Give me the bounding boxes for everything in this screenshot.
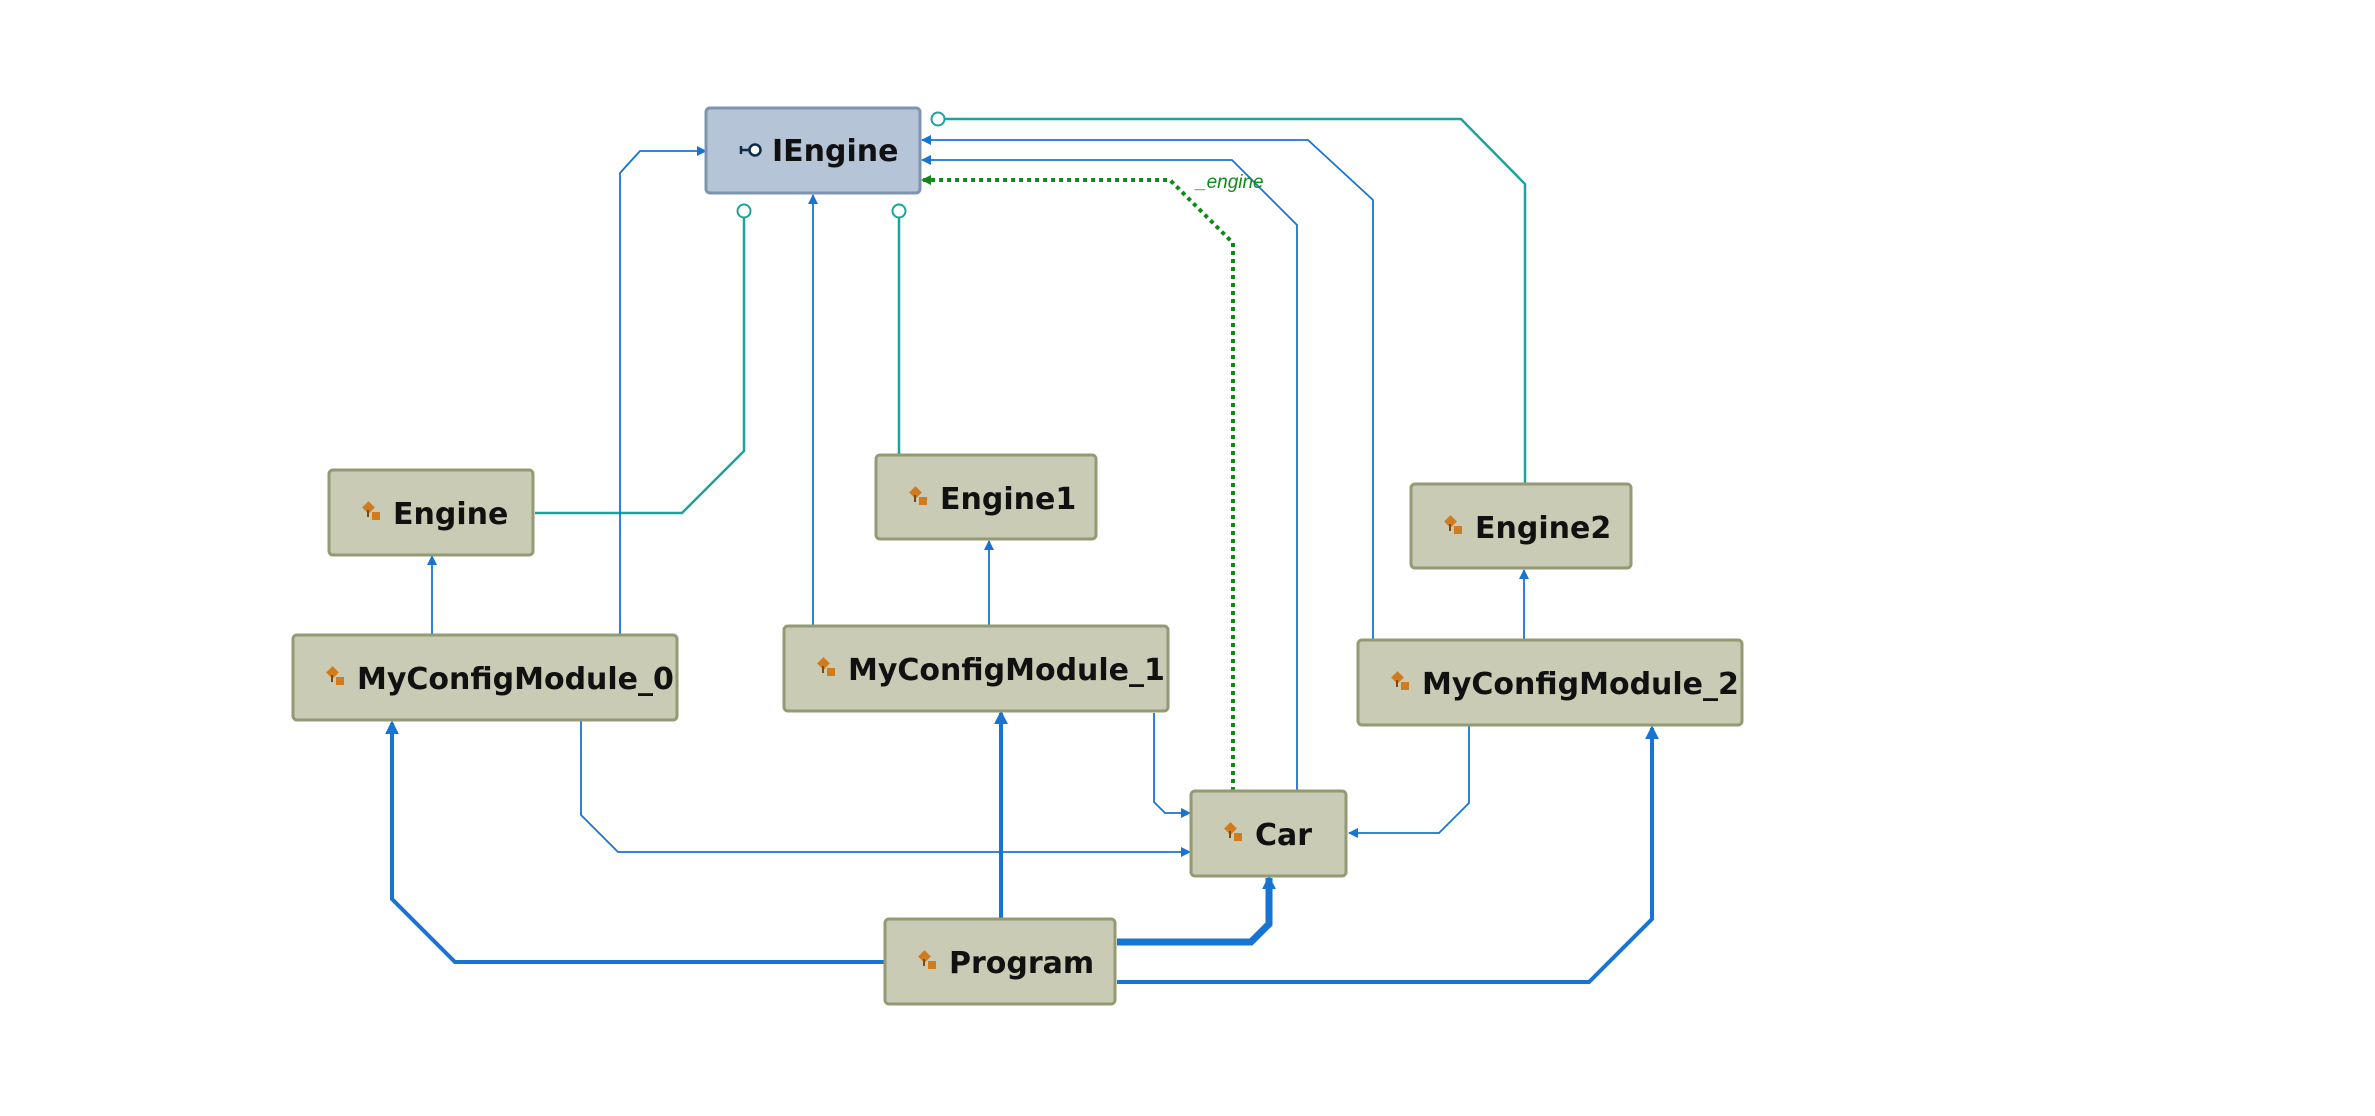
- nodes: IEngine Engine Engine1: [291, 106, 1744, 1006]
- edge-program-to-mcm0: [385, 720, 885, 964]
- edge-mcm1-to-car: [1153, 713, 1191, 818]
- node-label: Program: [949, 946, 1094, 981]
- node-car[interactable]: Car: [1189, 789, 1348, 878]
- node-engine2[interactable]: Engine2: [1409, 482, 1633, 570]
- edge-program-to-car: [1117, 875, 1276, 946]
- edge-engine2-implements-iengine: [930, 111, 1527, 484]
- edge-mcm2-to-iengine: [921, 135, 1374, 640]
- node-label: MyConfigModule_0: [357, 662, 674, 697]
- edges: _engine: [385, 111, 1659, 984]
- interface-icon: [739, 143, 762, 157]
- edge-car-to-iengine: [921, 155, 1298, 791]
- node-myconfigmodule1[interactable]: MyConfigModule_1: [782, 624, 1170, 713]
- node-label: Engine2: [1475, 511, 1611, 546]
- node-program[interactable]: Program: [883, 917, 1117, 1006]
- edge-mcm0-to-iengine: [619, 146, 707, 635]
- node-label: Engine: [393, 497, 508, 532]
- edge-program-to-mcm2: [1117, 725, 1659, 984]
- edge-mcm0-to-car: [580, 721, 1191, 857]
- node-label: IEngine: [772, 134, 898, 169]
- edge-label-engine-field: _engine: [1194, 172, 1264, 193]
- node-iengine[interactable]: IEngine: [704, 106, 922, 195]
- node-label: Engine1: [940, 482, 1076, 517]
- node-label: Car: [1255, 818, 1312, 853]
- node-label: MyConfigModule_1: [848, 653, 1165, 688]
- edge-mcm2-to-car: [1348, 726, 1470, 838]
- edge-car-field-iengine: [921, 175, 1235, 791]
- edge-engine-implements-iengine: [535, 203, 752, 515]
- node-engine1[interactable]: Engine1: [874, 453, 1098, 541]
- node-engine[interactable]: Engine: [327, 468, 535, 557]
- node-myconfigmodule2[interactable]: MyConfigModule_2: [1356, 638, 1744, 727]
- node-label: MyConfigModule_2: [1422, 667, 1739, 702]
- node-myconfigmodule0[interactable]: MyConfigModule_0: [291, 633, 679, 722]
- class-icon: [362, 501, 380, 520]
